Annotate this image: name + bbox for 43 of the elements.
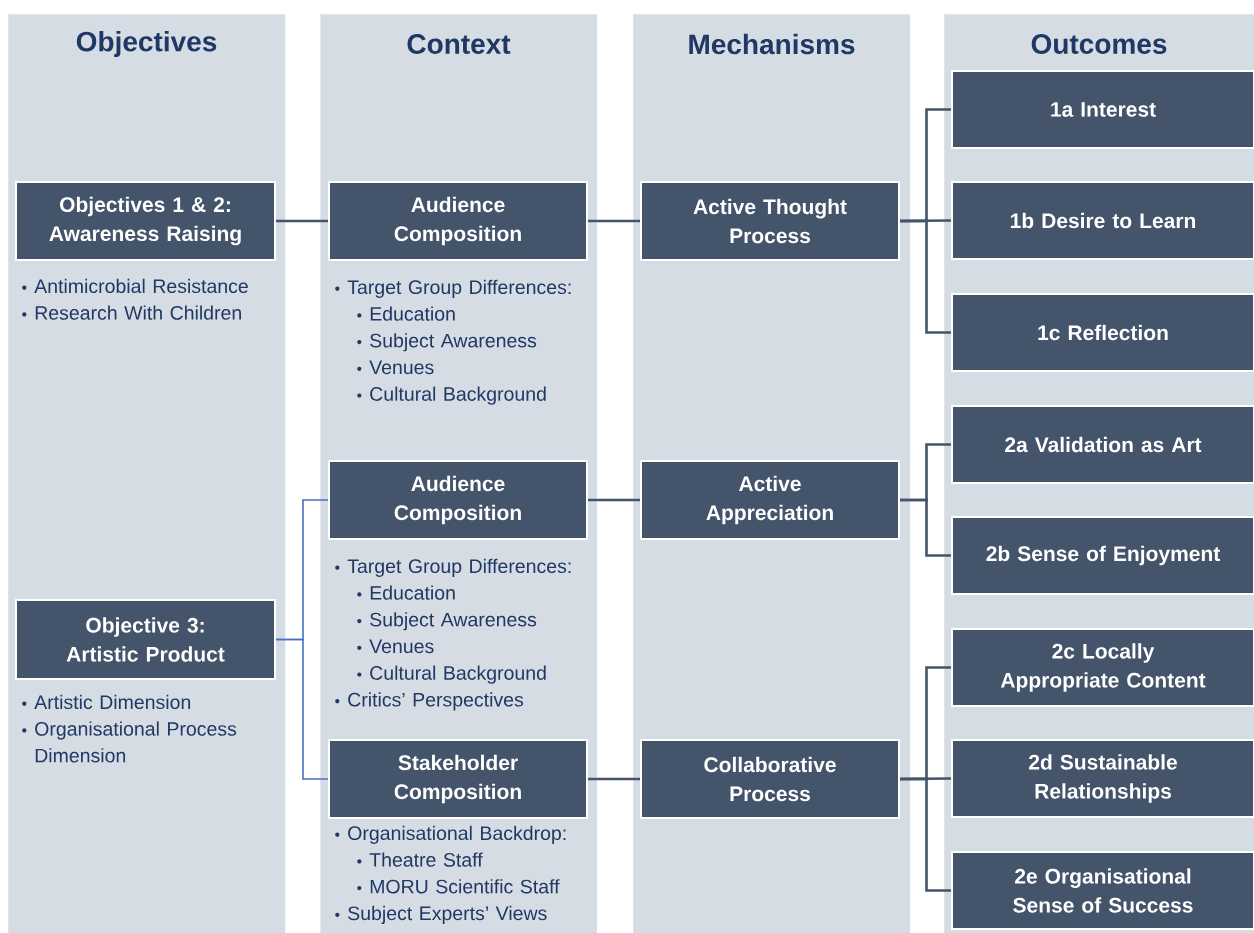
process-box: 2e Organisational Sense of Success xyxy=(951,851,1254,930)
bullet-item: Theatre Staff xyxy=(357,852,483,867)
connector-line xyxy=(588,498,640,502)
process-box: Audience Composition xyxy=(328,460,588,540)
connector-line xyxy=(900,498,951,557)
bullet-item: Venues xyxy=(357,360,434,375)
process-box: 1a Interest xyxy=(951,70,1254,149)
bullet-item: Target Group Differences: xyxy=(335,279,571,298)
bullet-item: Venues xyxy=(357,639,434,654)
process-box: 2c Locally Appropriate Content xyxy=(951,628,1254,707)
process-box: Stakeholder Composition xyxy=(328,739,588,819)
bullet-item: Antimicrobial Resistance xyxy=(22,278,248,294)
process-box: Objective 3: Artistic Product xyxy=(15,599,276,680)
connector-line xyxy=(900,777,951,892)
process-box: 2a Validation as Art xyxy=(951,405,1254,484)
bullet-item: Subject Experts’ Views xyxy=(335,905,547,925)
process-box: 2d Sustainable Relationships xyxy=(951,739,1254,818)
bullet-item: Critics’ Perspectives xyxy=(335,692,524,711)
process-box: 1b Desire to Learn xyxy=(951,181,1254,260)
bullet-item: Artistic Dimension xyxy=(22,694,191,710)
bullet-item: Education xyxy=(357,585,455,600)
process-box: Collaborative Process xyxy=(640,739,900,819)
bullet-item: Organisational Backdrop: xyxy=(335,825,566,844)
bullet-item: Research With Children xyxy=(22,305,241,320)
bullet-item: Cultural Background xyxy=(357,665,546,684)
bullet-item: Cultural Background xyxy=(357,386,546,405)
connector-line xyxy=(275,638,329,780)
bullet-item: Organisational Process Dimension xyxy=(22,721,237,763)
bullet-item: Subject Awareness xyxy=(357,612,537,631)
connector-line xyxy=(276,219,328,223)
process-box: Active Thought Process xyxy=(640,181,900,261)
connector-line xyxy=(900,219,951,334)
process-box: Objectives 1 & 2: Awareness Raising xyxy=(15,181,276,261)
connector-line xyxy=(588,777,640,781)
bullet-item: Target Group Differences: xyxy=(335,558,571,577)
process-box: Active Appreciation xyxy=(640,460,900,540)
process-box: 2b Sense of Enjoyment xyxy=(951,516,1254,595)
bullet-item: Subject Awareness xyxy=(357,333,537,352)
bullet-item: MORU Scientific Staff xyxy=(357,879,560,894)
bullet-item: Education xyxy=(357,306,455,321)
connector-line xyxy=(588,219,640,223)
process-box: Audience Composition xyxy=(328,181,588,261)
process-box: 1c Reflection xyxy=(951,293,1254,372)
